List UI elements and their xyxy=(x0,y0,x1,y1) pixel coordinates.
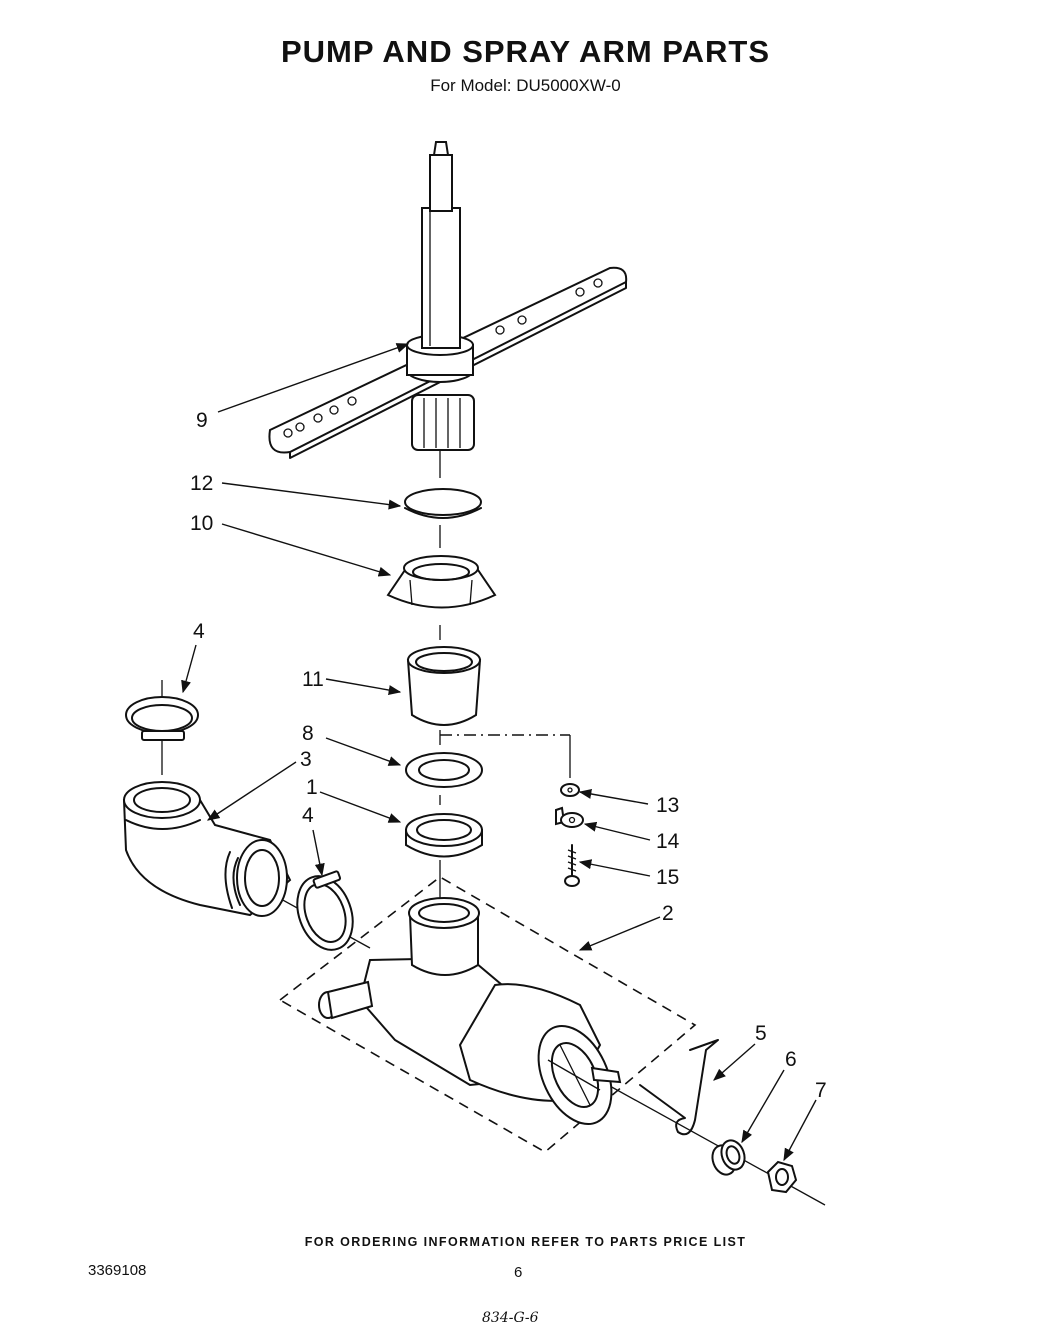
pump-motor-part-2 xyxy=(278,876,697,1153)
seal-part-8 xyxy=(405,752,483,788)
clip-part-5 xyxy=(639,1039,719,1136)
spray-arm-part-9 xyxy=(268,141,628,459)
ring-part-12 xyxy=(404,488,482,519)
callout-label-9: 9 xyxy=(196,409,208,432)
callout-label-15: 15 xyxy=(656,866,679,889)
hose-part-3 xyxy=(122,781,292,917)
callout-label-6: 6 xyxy=(785,1048,797,1071)
page-number: 6 xyxy=(514,1264,523,1281)
clamp-part-4-lower xyxy=(296,870,354,951)
callout-label-8: 8 xyxy=(302,722,314,745)
callout-label-10: 10 xyxy=(190,512,213,535)
callout-label-4-top: 4 xyxy=(193,620,205,643)
bracket-part-14 xyxy=(555,806,584,828)
callout-label-5: 5 xyxy=(755,1022,767,1045)
clamp-part-4-top xyxy=(125,696,199,741)
callout-label-13: 13 xyxy=(656,794,679,817)
nut-part-10 xyxy=(386,555,497,609)
callout-label-1: 1 xyxy=(306,776,318,799)
callout-label-11: 11 xyxy=(302,668,324,691)
callout-label-3: 3 xyxy=(300,748,312,771)
filter-part-11 xyxy=(406,646,482,726)
page-title: PUMP AND SPRAY ARM PARTS xyxy=(280,34,771,69)
grommet-part-6 xyxy=(711,1139,746,1176)
seal-part-1 xyxy=(405,813,483,858)
ordering-note: FOR ORDERING INFORMATION REFER TO PARTS … xyxy=(304,1235,747,1249)
nut-part-7 xyxy=(766,1160,798,1194)
screw-part-15 xyxy=(564,844,580,887)
document-number: 3369108 xyxy=(88,1262,147,1279)
callout-label-14: 14 xyxy=(656,830,680,853)
callout-leaders xyxy=(181,343,817,1162)
washer-part-13 xyxy=(560,783,580,797)
callout-label-4-lower: 4 xyxy=(302,804,314,827)
callout-label-12: 12 xyxy=(190,472,213,495)
model-subtitle: For Model: DU5000XW-0 xyxy=(430,76,621,95)
handwritten-code: 834-G-6 xyxy=(482,1310,539,1326)
callout-label-2: 2 xyxy=(662,902,674,925)
callout-label-7: 7 xyxy=(815,1079,827,1102)
center-axis xyxy=(161,450,826,1206)
